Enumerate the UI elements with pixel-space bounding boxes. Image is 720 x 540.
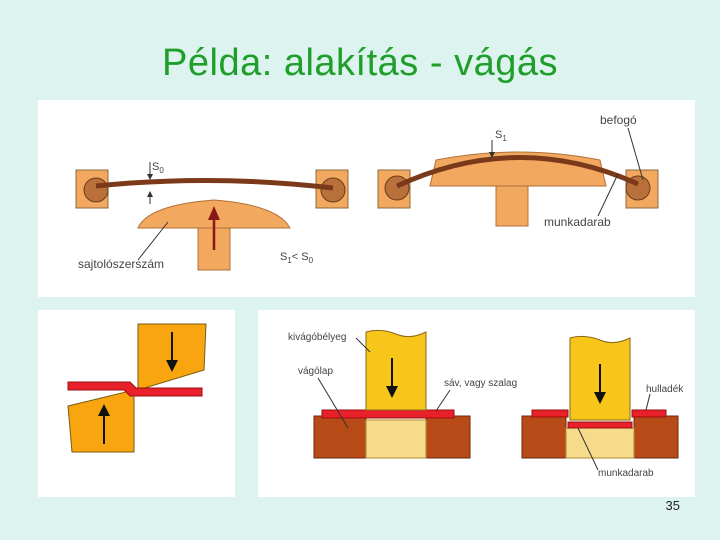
bending-diagram-panel: S0 sajtolószerszám S1< S0 S1 befogó munk… (38, 100, 695, 297)
blank-workpiece (567, 421, 633, 429)
die-left-2 (521, 415, 567, 459)
s0-label: S0 (152, 161, 164, 175)
left-blanking-stage: kivágóbélyeg vágólap sáv, vagy szalag (288, 329, 517, 459)
s0-lower-arrowhead-icon (147, 191, 153, 197)
left-clamp-roller (83, 177, 109, 203)
down-arrowhead-icon (166, 360, 178, 372)
munkadarab-label-top: munkadarab (544, 215, 611, 229)
thickness-condition-label: S1< S0 (280, 251, 314, 265)
scrap-right (631, 409, 667, 418)
sheet-workpiece (95, 177, 334, 191)
bent-sheet-workpiece (395, 155, 640, 189)
sav-leader-line (435, 389, 451, 412)
die-left (313, 415, 367, 459)
die-right (425, 415, 471, 459)
right-clamp-roller (320, 177, 346, 203)
die-opening (365, 419, 427, 459)
vagolap-leader-line (317, 377, 349, 429)
s1-label: S1 (495, 129, 507, 143)
sajtolo-label: sajtolószerszám (78, 257, 164, 271)
kivago-label: kivágóbélyeg (288, 332, 346, 343)
blanking-diagram-panel: kivágóbélyeg vágólap sáv, vagy szalag hu… (258, 310, 695, 497)
kivago-leader-line (355, 337, 371, 353)
sheet-strip (67, 381, 203, 397)
befogo-label: befogó (600, 113, 637, 127)
right-bending-stage: S1 befogó munkadarab (377, 113, 659, 229)
s0-arrowhead-icon (147, 174, 153, 180)
slide-title: Példa: alakítás - vágás (162, 42, 558, 84)
hulladek-leader-line (645, 393, 651, 411)
right-blanking-stage: hulladék munkadarab (521, 335, 684, 479)
shear-diagram (67, 323, 207, 453)
die-right-2 (633, 415, 679, 459)
die-opening-2 (565, 427, 635, 459)
punch-arrowhead-icon-2 (594, 392, 606, 404)
left-bending-stage: S0 sajtolószerszám S1< S0 (75, 161, 349, 271)
blanking-diagram: kivágóbélyeg vágólap sáv, vagy szalag hu… (288, 329, 684, 479)
sajtolo-leader-line (137, 221, 169, 261)
shear-diagram-panel (38, 310, 235, 497)
bending-diagram: S0 sajtolószerszám S1< S0 S1 befogó munk… (75, 113, 659, 271)
munkadarab-bottom-leader-line (577, 427, 599, 471)
upward-arrowhead-icon (208, 206, 220, 220)
munkadarab-label-bottom: munkadarab (598, 468, 654, 479)
lower-shear-blade (67, 389, 135, 453)
vagolap-label: vágólap (298, 366, 333, 377)
befogo-leader-line (627, 127, 644, 181)
punch-arrowhead-icon (386, 386, 398, 398)
page-number: 35 (665, 498, 680, 513)
punch (365, 329, 427, 411)
press-tool-shank-2 (495, 185, 529, 227)
munkadarab-leader-line (597, 173, 619, 217)
scrap-left (531, 409, 569, 418)
sav-label: sáv, vagy szalag (444, 378, 517, 389)
up-arrowhead-icon (98, 404, 110, 416)
s1-arrowhead-icon (489, 152, 495, 158)
hulladek-label: hulladék (646, 384, 684, 395)
